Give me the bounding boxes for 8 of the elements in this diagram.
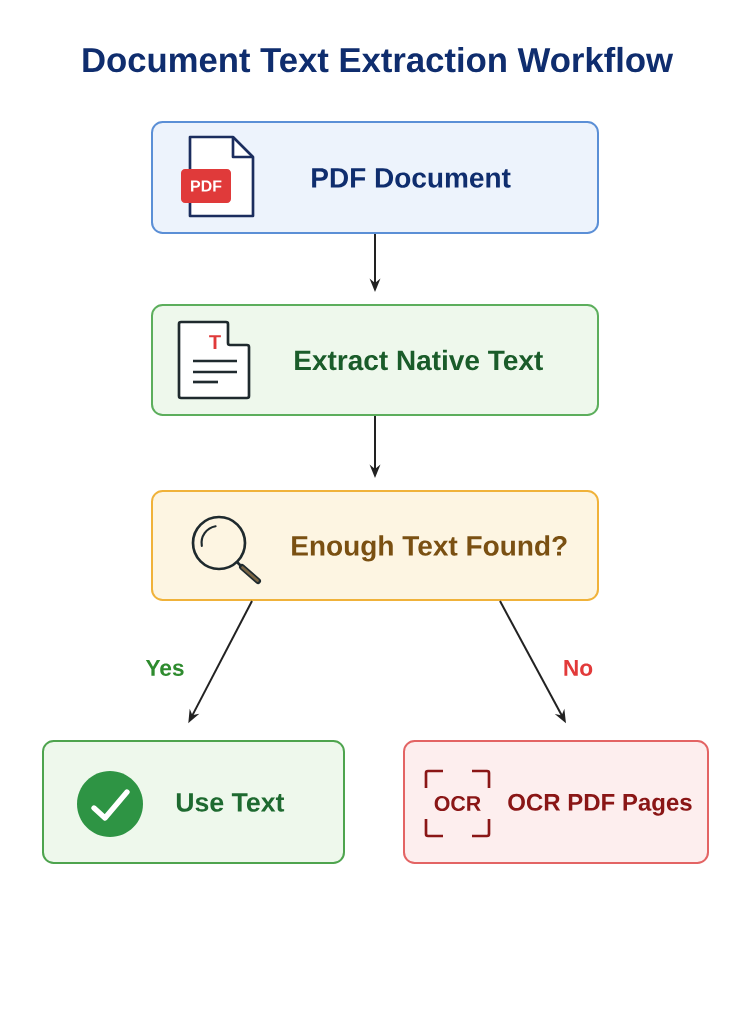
edge-label: Yes (144, 658, 186, 678)
edge-label: No (561, 658, 595, 678)
file-type-badge: PDF (181, 169, 231, 203)
result-box: Use Text (42, 740, 345, 864)
icon-letter: T (209, 335, 221, 349)
icon-label: OCR (434, 795, 481, 812)
decision-box: Enough Text Found? (151, 490, 599, 601)
title: Document Text Extraction Workflow (83, 46, 674, 73)
